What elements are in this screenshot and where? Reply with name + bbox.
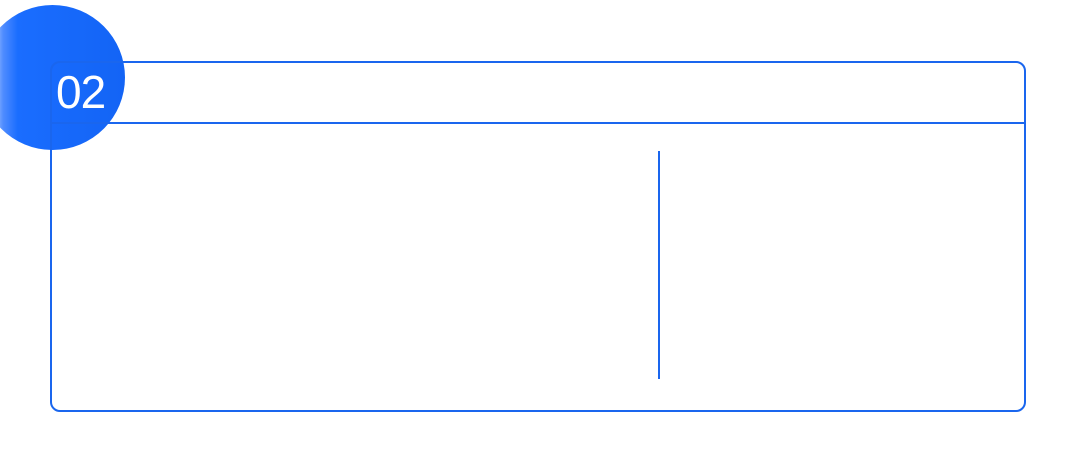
header-divider xyxy=(52,122,1024,124)
content-panel xyxy=(50,61,1026,412)
column-divider xyxy=(658,151,660,379)
step-number: 02 xyxy=(56,66,106,118)
step-badge-circle xyxy=(0,5,125,150)
